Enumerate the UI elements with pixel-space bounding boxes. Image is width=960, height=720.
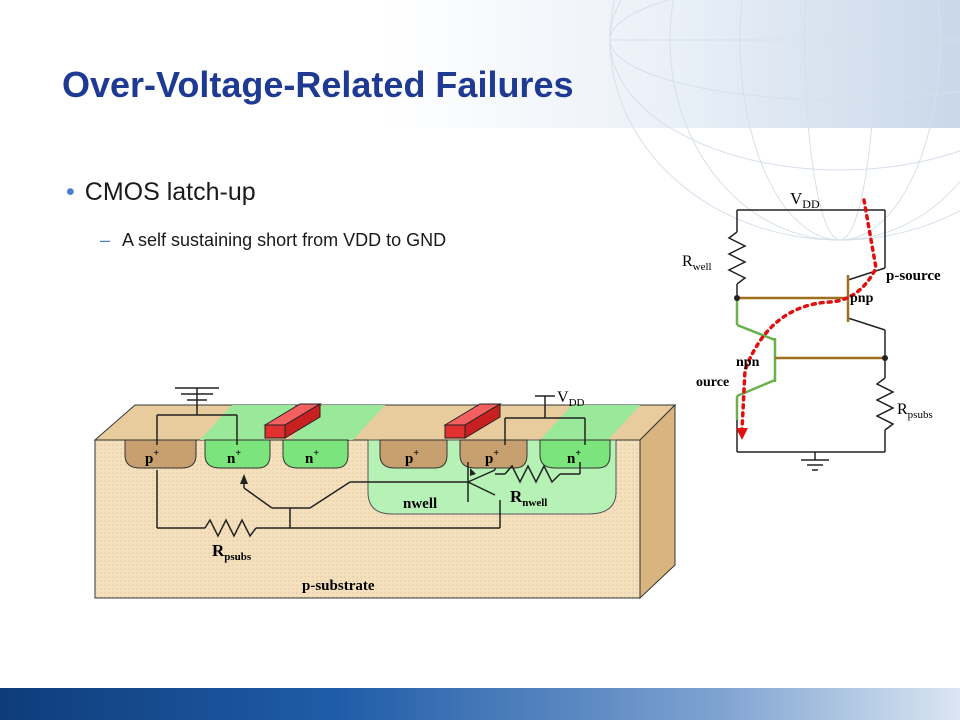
header-band xyxy=(0,0,960,128)
n-plus-diffusion xyxy=(204,439,271,469)
label-p-plus-1: p+ xyxy=(145,448,159,467)
p-plus-diffusion xyxy=(459,439,528,469)
npn-transistor xyxy=(735,298,777,420)
label-n-plus-3: n+ xyxy=(567,448,581,467)
label-vdd-circuit: VDD xyxy=(790,189,820,211)
node-dot xyxy=(734,295,740,301)
npn-emitter-arrow xyxy=(240,474,248,484)
p-plus-diffusion xyxy=(124,439,197,469)
sub-bullet-text: A self sustaining short from VDD to GND xyxy=(122,230,447,250)
bullet-dot-icon: • xyxy=(66,178,75,206)
label-p-source: p-source xyxy=(886,268,941,284)
footer-band xyxy=(0,688,960,720)
p-plus-diffusion xyxy=(379,439,448,469)
pmos-gate xyxy=(443,403,502,439)
label-n-plus-2: n+ xyxy=(305,448,319,467)
pnp-transistor xyxy=(737,275,850,322)
bullet-text: CMOS latch-up xyxy=(84,178,256,206)
node-dot xyxy=(882,355,888,361)
field-oxide-strip xyxy=(290,405,385,440)
slide-title: Over-Voltage-Related Failures xyxy=(62,64,574,105)
nmos-gate xyxy=(263,403,322,439)
sub-bullet-item: –A self sustaining short from VDD to GND xyxy=(100,230,446,251)
label-n-source: ource xyxy=(696,375,729,390)
label-p-plus-2: p+ xyxy=(405,448,419,467)
label-p-plus-3: p+ xyxy=(485,448,499,467)
n-plus-diffusion xyxy=(282,439,349,469)
label-npn: npn xyxy=(736,355,760,370)
label-n-plus-1: n+ xyxy=(227,448,241,467)
label-r-psubs-circuit: Rpsubs xyxy=(897,401,933,421)
label-r-psubs: Rpsubs xyxy=(212,541,252,563)
globe-decoration xyxy=(609,0,960,241)
n-plus-diffusion xyxy=(539,439,611,469)
field-oxide-strip xyxy=(200,405,295,440)
label-vdd-xsection: VDD xyxy=(557,389,585,409)
sub-bullet-dash-icon: – xyxy=(100,230,111,250)
current-path-arrow-icon xyxy=(736,428,748,440)
field-oxide-strip xyxy=(540,405,640,440)
label-r-well: Rwell xyxy=(682,253,712,273)
bullet-item: • CMOS latch-up xyxy=(66,178,256,207)
label-nwell: nwell xyxy=(403,496,437,512)
label-pnp: pnp xyxy=(850,291,874,306)
pnp-emitter-arrow xyxy=(470,468,476,476)
label-r-nwell: Rnwell xyxy=(510,487,547,509)
label-p-substrate: p-substrate xyxy=(302,578,375,594)
latchup-current-path xyxy=(740,198,878,432)
